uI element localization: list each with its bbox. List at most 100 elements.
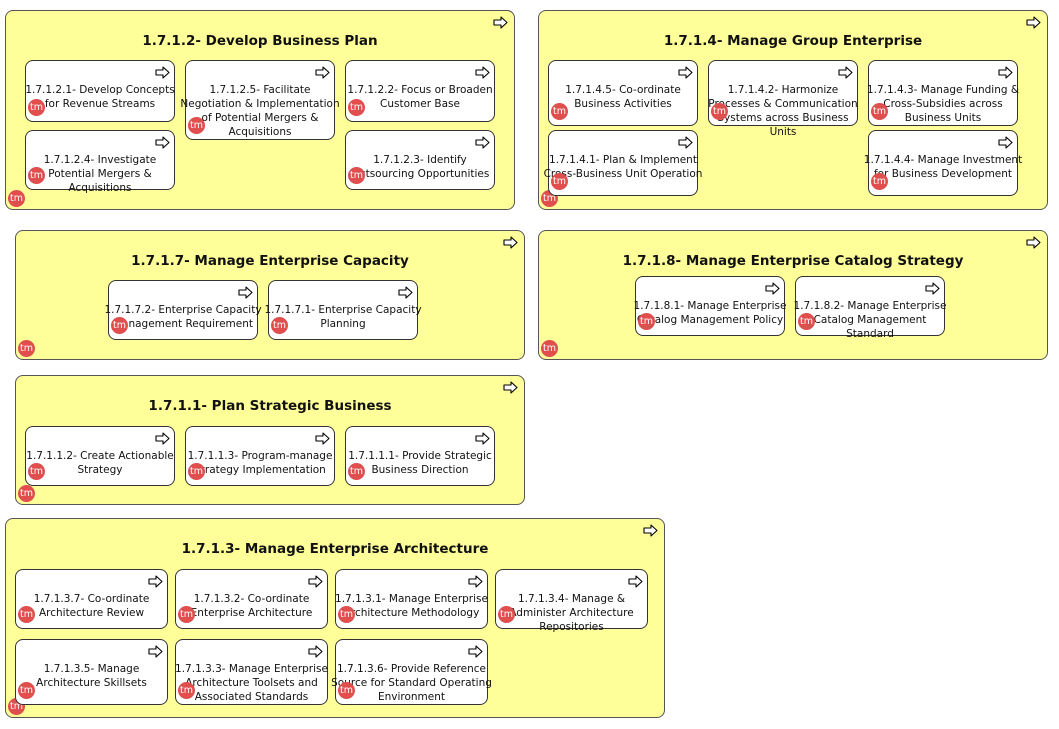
- capability-item[interactable]: 1.7.1.2.1- Develop Concepts for Revenue …: [25, 60, 175, 122]
- item-label: 1.7.1.1.1- Provide Strategic Business Di…: [348, 450, 492, 476]
- capability-item[interactable]: 1.7.1.8.2- Manage Enterprise Catalog Man…: [794, 276, 946, 340]
- item-label: 1.7.1.8.1- Manage Enterprise Catalog Man…: [633, 300, 787, 326]
- capability-item[interactable]: 1.7.1.4.5- Co-ordinate Business Activiti…: [548, 60, 698, 126]
- tm-badge-icon: tm: [188, 117, 205, 134]
- capability-item[interactable]: 1.7.1.3.4- Manage & Administer Architect…: [495, 569, 648, 633]
- group-title: 1.7.1.8- Manage Enterprise Catalog Strat…: [622, 253, 964, 269]
- tm-badge-icon: tm: [28, 463, 45, 480]
- item-label: 1.7.1.4.2- Harmonize Processes & Communi…: [708, 84, 858, 138]
- process-arrow-icon: [503, 379, 518, 394]
- tm-badge-icon: tm: [711, 103, 728, 120]
- process-arrow-icon: [308, 643, 323, 658]
- group-title: 1.7.1.3- Manage Enterprise Architecture: [181, 541, 489, 557]
- tm-badge-icon: tm: [18, 340, 35, 357]
- capability-item[interactable]: 1.7.1.3.6- Provide Reference Source for …: [331, 639, 492, 705]
- tm-badge-icon: tm: [18, 485, 35, 502]
- tm-badge-icon: tm: [338, 606, 355, 623]
- capability-item[interactable]: 1.7.1.2.3- Identify Outsourcing Opportun…: [345, 130, 495, 190]
- tm-badge-icon: tm: [348, 167, 365, 184]
- process-arrow-icon: [838, 64, 853, 79]
- item-label: 1.7.1.3.2- Co-ordinate Enterprise Archit…: [190, 593, 313, 619]
- item-label: 1.7.1.2.1- Develop Concepts for Revenue …: [25, 84, 175, 110]
- capability-item[interactable]: 1.7.1.8.1- Manage Enterprise Catalog Man…: [634, 276, 786, 336]
- item-label: 1.7.1.4.5- Co-ordinate Business Activiti…: [565, 84, 681, 110]
- tm-badge-icon: tm: [178, 682, 195, 699]
- capability-item[interactable]: 1.7.1.4.3- Manage Funding & Cross-Subsid…: [867, 60, 1019, 126]
- process-arrow-icon: [475, 64, 490, 79]
- capability-item[interactable]: 1.7.1.1.1- Provide Strategic Business Di…: [345, 426, 495, 486]
- group-title: 1.7.1.2- Develop Business Plan: [142, 33, 378, 49]
- capability-item[interactable]: 1.7.1.4.2- Harmonize Processes & Communi…: [708, 60, 858, 138]
- item-label: 1.7.1.2.2- Focus or Broaden Customer Bas…: [347, 84, 493, 110]
- tm-badge-icon: tm: [348, 463, 365, 480]
- tm-badge-icon: tm: [188, 463, 205, 480]
- item-label: 1.7.1.4.4- Manage Investment for Busines…: [863, 154, 1023, 180]
- process-arrow-icon: [398, 284, 413, 299]
- capability-item[interactable]: 1.7.1.2.5- Facilitate Negotiation & Impl…: [180, 60, 340, 140]
- process-arrow-icon: [238, 284, 253, 299]
- process-arrow-icon: [1026, 234, 1041, 249]
- item-label: 1.7.1.3.4- Manage & Administer Architect…: [509, 593, 634, 633]
- capability-item[interactable]: 1.7.1.3.1- Manage Enterprise Architectur…: [335, 569, 488, 629]
- capability-item[interactable]: 1.7.1.4.4- Manage Investment for Busines…: [864, 130, 1022, 196]
- item-label: 1.7.1.7.1- Enterprise Capacity Planning: [264, 304, 422, 330]
- item-label: 1.7.1.3.6- Provide Reference Source for …: [331, 663, 492, 703]
- item-label: 1.7.1.3.7- Co-ordinate Architecture Revi…: [33, 593, 150, 619]
- tm-badge-icon: tm: [798, 313, 815, 330]
- tm-badge-icon: tm: [541, 340, 558, 357]
- process-arrow-icon: [315, 64, 330, 79]
- tm-badge-icon: tm: [551, 173, 568, 190]
- process-arrow-icon: [155, 64, 170, 79]
- tm-badge-icon: tm: [551, 103, 568, 120]
- capability-item[interactable]: 1.7.1.1.3- Program-manage Strategy Imple…: [185, 426, 335, 486]
- item-label: 1.7.1.3.1- Manage Enterprise Architectur…: [335, 593, 488, 619]
- process-arrow-icon: [503, 234, 518, 249]
- process-arrow-icon: [643, 522, 658, 537]
- group-title: 1.7.1.7- Manage Enterprise Capacity: [131, 253, 409, 269]
- item-label: 1.7.1.2.3- Identify Outsourcing Opportun…: [350, 154, 490, 180]
- tm-badge-icon: tm: [8, 190, 25, 207]
- capability-item[interactable]: 1.7.1.3.3- Manage Enterprise Architectur…: [175, 639, 328, 705]
- tm-badge-icon: tm: [348, 99, 365, 116]
- process-arrow-icon: [925, 280, 940, 295]
- tm-badge-icon: tm: [871, 103, 888, 120]
- process-arrow-icon: [475, 134, 490, 149]
- process-arrow-icon: [148, 573, 163, 588]
- process-arrow-icon: [998, 134, 1013, 149]
- tm-badge-icon: tm: [18, 606, 35, 623]
- item-label: 1.7.1.2.4- Investigate Potential Mergers…: [43, 154, 157, 194]
- capability-item[interactable]: 1.7.1.4.1- Plan & Implement Cross-Busine…: [544, 130, 702, 196]
- process-arrow-icon: [315, 430, 330, 445]
- tm-badge-icon: tm: [28, 99, 45, 116]
- tm-badge-icon: tm: [18, 682, 35, 699]
- process-arrow-icon: [155, 430, 170, 445]
- capability-group-1718[interactable]: 1.7.1.8- Manage Enterprise Catalog Strat…: [538, 230, 1048, 360]
- capability-item[interactable]: 1.7.1.7.2- Enterprise Capacity Managemen…: [104, 280, 262, 340]
- capability-item[interactable]: 1.7.1.3.5- Manage Architecture Skillsets…: [15, 639, 168, 705]
- tm-badge-icon: tm: [178, 606, 195, 623]
- item-label: 1.7.1.1.3- Program-manage Strategy Imple…: [187, 450, 333, 476]
- tm-badge-icon: tm: [871, 173, 888, 190]
- process-arrow-icon: [148, 643, 163, 658]
- item-label: 1.7.1.3.3- Manage Enterprise Architectur…: [175, 663, 328, 703]
- tm-badge-icon: tm: [271, 317, 288, 334]
- process-arrow-icon: [678, 134, 693, 149]
- capability-item[interactable]: 1.7.1.2.2- Focus or Broaden Customer Bas…: [345, 60, 495, 122]
- capability-item[interactable]: 1.7.1.3.2- Co-ordinate Enterprise Archit…: [175, 569, 328, 629]
- tm-badge-icon: tm: [111, 317, 128, 334]
- item-label: 1.7.1.1.2- Create Actionable Strategy: [26, 450, 174, 476]
- process-arrow-icon: [475, 430, 490, 445]
- capability-item[interactable]: 1.7.1.2.4- Investigate Potential Mergers…: [25, 130, 175, 194]
- process-arrow-icon: [493, 14, 508, 29]
- group-title: 1.7.1.1- Plan Strategic Business: [148, 398, 392, 414]
- process-arrow-icon: [1026, 14, 1041, 29]
- tm-badge-icon: tm: [338, 682, 355, 699]
- capability-item[interactable]: 1.7.1.3.7- Co-ordinate Architecture Revi…: [15, 569, 168, 629]
- process-arrow-icon: [468, 573, 483, 588]
- tm-badge-icon: tm: [638, 313, 655, 330]
- item-label: 1.7.1.8.2- Manage Enterprise Catalog Man…: [793, 300, 947, 340]
- tm-badge-icon: tm: [28, 167, 45, 184]
- process-arrow-icon: [678, 64, 693, 79]
